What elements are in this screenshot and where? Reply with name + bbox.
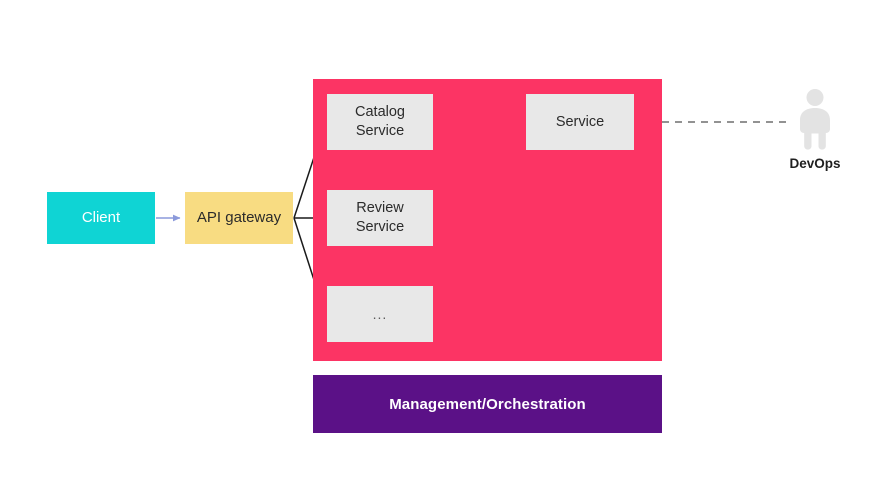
api-gateway-label: API gateway [196, 209, 282, 227]
person-icon [800, 89, 830, 150]
more-services-label: ... [372, 305, 388, 322]
services-container: Catalog Service Review Service ... Servi… [313, 79, 662, 361]
platform-service-label: Service [555, 113, 605, 130]
more-services-node[interactable]: ... [327, 286, 433, 342]
devops-actor[interactable]: DevOps [784, 88, 846, 188]
management-orchestration-label: Management/Orchestration [389, 395, 586, 413]
catalog-service-label: Catalog Service [355, 103, 405, 141]
catalog-service-node[interactable]: Catalog Service [327, 94, 433, 150]
review-service-label-line2: Service [355, 219, 405, 235]
review-service-label: Review Service [356, 199, 404, 237]
management-orchestration-bar[interactable]: Management/Orchestration [313, 375, 662, 433]
client-label: Client [81, 209, 121, 227]
devops-label: DevOps [789, 156, 841, 171]
platform-service-node[interactable]: Service [526, 94, 634, 150]
client-node[interactable]: Client [47, 192, 155, 244]
review-service-node[interactable]: Review Service [327, 190, 433, 246]
catalog-service-label-line2: Service [355, 123, 405, 139]
api-gateway-node[interactable]: API gateway [185, 192, 293, 244]
review-service-label-line1: Review [356, 200, 404, 217]
catalog-service-label-line1: Catalog [355, 104, 405, 121]
